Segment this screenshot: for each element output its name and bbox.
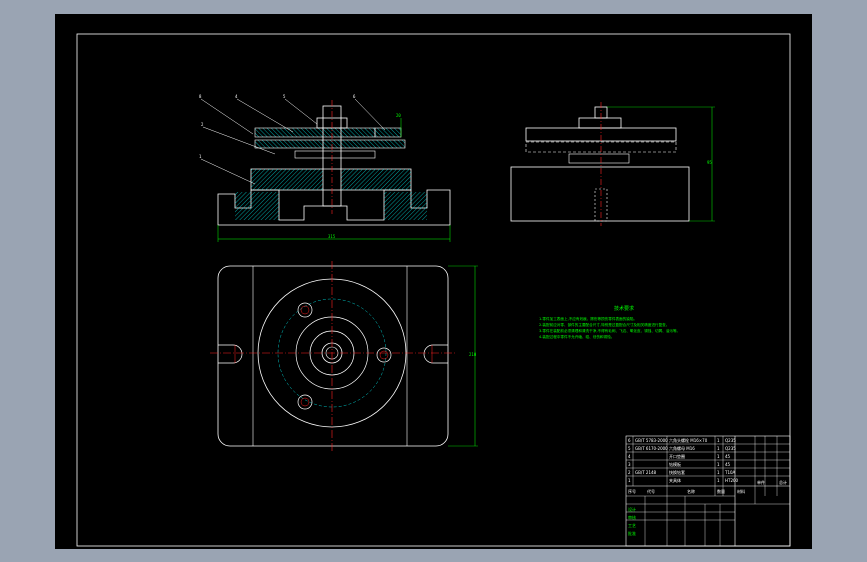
tb-cell: 2 bbox=[628, 470, 631, 475]
tb-header: 名称 bbox=[687, 489, 695, 494]
tb-cell: 六角头螺栓 M16×70 bbox=[669, 438, 708, 443]
tb-cell: 1 bbox=[717, 462, 720, 467]
tb-cell: 钻模板 bbox=[669, 462, 681, 467]
notes-title: 技术要求 bbox=[613, 306, 634, 312]
plan-view bbox=[210, 261, 478, 451]
tb-cell: 6 bbox=[628, 438, 631, 443]
tb-cell: 45 bbox=[725, 462, 731, 467]
tb-header: 单件 bbox=[757, 480, 765, 485]
tb-cell: 夹具体 bbox=[669, 478, 681, 483]
tb-cell: Q235 bbox=[725, 446, 736, 451]
tb-cell: 1 bbox=[717, 478, 720, 483]
callout-1: 1 bbox=[199, 154, 202, 159]
tb-header: 数量 bbox=[717, 489, 725, 494]
callout-8: 8 bbox=[199, 94, 202, 99]
front-section-view bbox=[200, 98, 451, 242]
dim-side-height: 95 bbox=[707, 160, 712, 165]
tb-cell: GB/T 2148 bbox=[635, 470, 657, 475]
cad-drawing bbox=[76, 33, 791, 547]
tb-cell: Q235 bbox=[725, 438, 736, 443]
tb-cell: 1 bbox=[717, 438, 720, 443]
tb-cell: 1 bbox=[717, 470, 720, 475]
side-view bbox=[510, 102, 715, 226]
tb-cell: 快换钻套 bbox=[669, 470, 685, 475]
notes-line: 2.装配前应对零、部件的主要配合尺寸,特别是过盈配合尺寸及相关精度进行复查。 bbox=[539, 323, 670, 327]
title-block bbox=[625, 435, 791, 547]
tb-cell: 3 bbox=[628, 462, 631, 467]
tb-sign: 审核 bbox=[628, 515, 636, 520]
tb-cell: GB/T 5783-2000 bbox=[635, 438, 668, 443]
tb-cell: 六角螺母 M16 bbox=[669, 446, 695, 451]
tb-header: 总计 bbox=[779, 480, 787, 485]
tb-cell: 1 bbox=[717, 454, 720, 459]
tb-sign: 工艺 bbox=[628, 523, 636, 528]
tb-sign: 设计 bbox=[628, 507, 636, 512]
tb-cell: T10A bbox=[725, 470, 736, 475]
dim-front-width: 315 bbox=[328, 234, 336, 239]
dim-top-right: 20 bbox=[396, 113, 401, 118]
tb-cell: 4 bbox=[628, 454, 631, 459]
dim-plan-height: 210 bbox=[469, 352, 477, 357]
tb-header: 材料 bbox=[737, 489, 745, 494]
tb-cell: 45 bbox=[725, 454, 731, 459]
technical-notes: 技术要求 1.零件加工表面上,不应有划痕、擦伤等损伤零件表面的缺陷。 2.装配前… bbox=[539, 305, 709, 340]
callout-4: 4 bbox=[235, 94, 238, 99]
tb-cell: GB/T 6170-2000 bbox=[635, 446, 668, 451]
tb-cell: 1 bbox=[717, 446, 720, 451]
tb-header: 代号 bbox=[647, 489, 655, 494]
sheet-border bbox=[76, 33, 791, 547]
tb-cell: 5 bbox=[628, 446, 631, 451]
callout-5: 5 bbox=[283, 94, 286, 99]
notes-line: 3.零件在装配前必须清理和清洗干净,不得有毛刺、飞边、氧化皮、锈蚀、切屑、油污等… bbox=[539, 329, 681, 333]
tb-cell: 开口垫圈 bbox=[669, 454, 685, 459]
tb-cell: HT200 bbox=[725, 478, 739, 483]
tb-cell: 1 bbox=[628, 478, 631, 483]
callout-6: 6 bbox=[353, 94, 356, 99]
tb-sign: 批准 bbox=[628, 531, 636, 536]
callout-2: 2 bbox=[201, 122, 204, 127]
tb-header: 序号 bbox=[628, 489, 636, 494]
notes-line: 1.零件加工表面上,不应有划痕、擦伤等损伤零件表面的缺陷。 bbox=[539, 317, 638, 321]
cad-viewport[interactable]: 8 4 5 6 2 1 315 95 210 20 技术要求 1.零件加工表面上… bbox=[55, 14, 812, 549]
notes-line: 4.装配过程中零件不允许磕、碰、划伤和锈蚀。 bbox=[539, 335, 615, 339]
